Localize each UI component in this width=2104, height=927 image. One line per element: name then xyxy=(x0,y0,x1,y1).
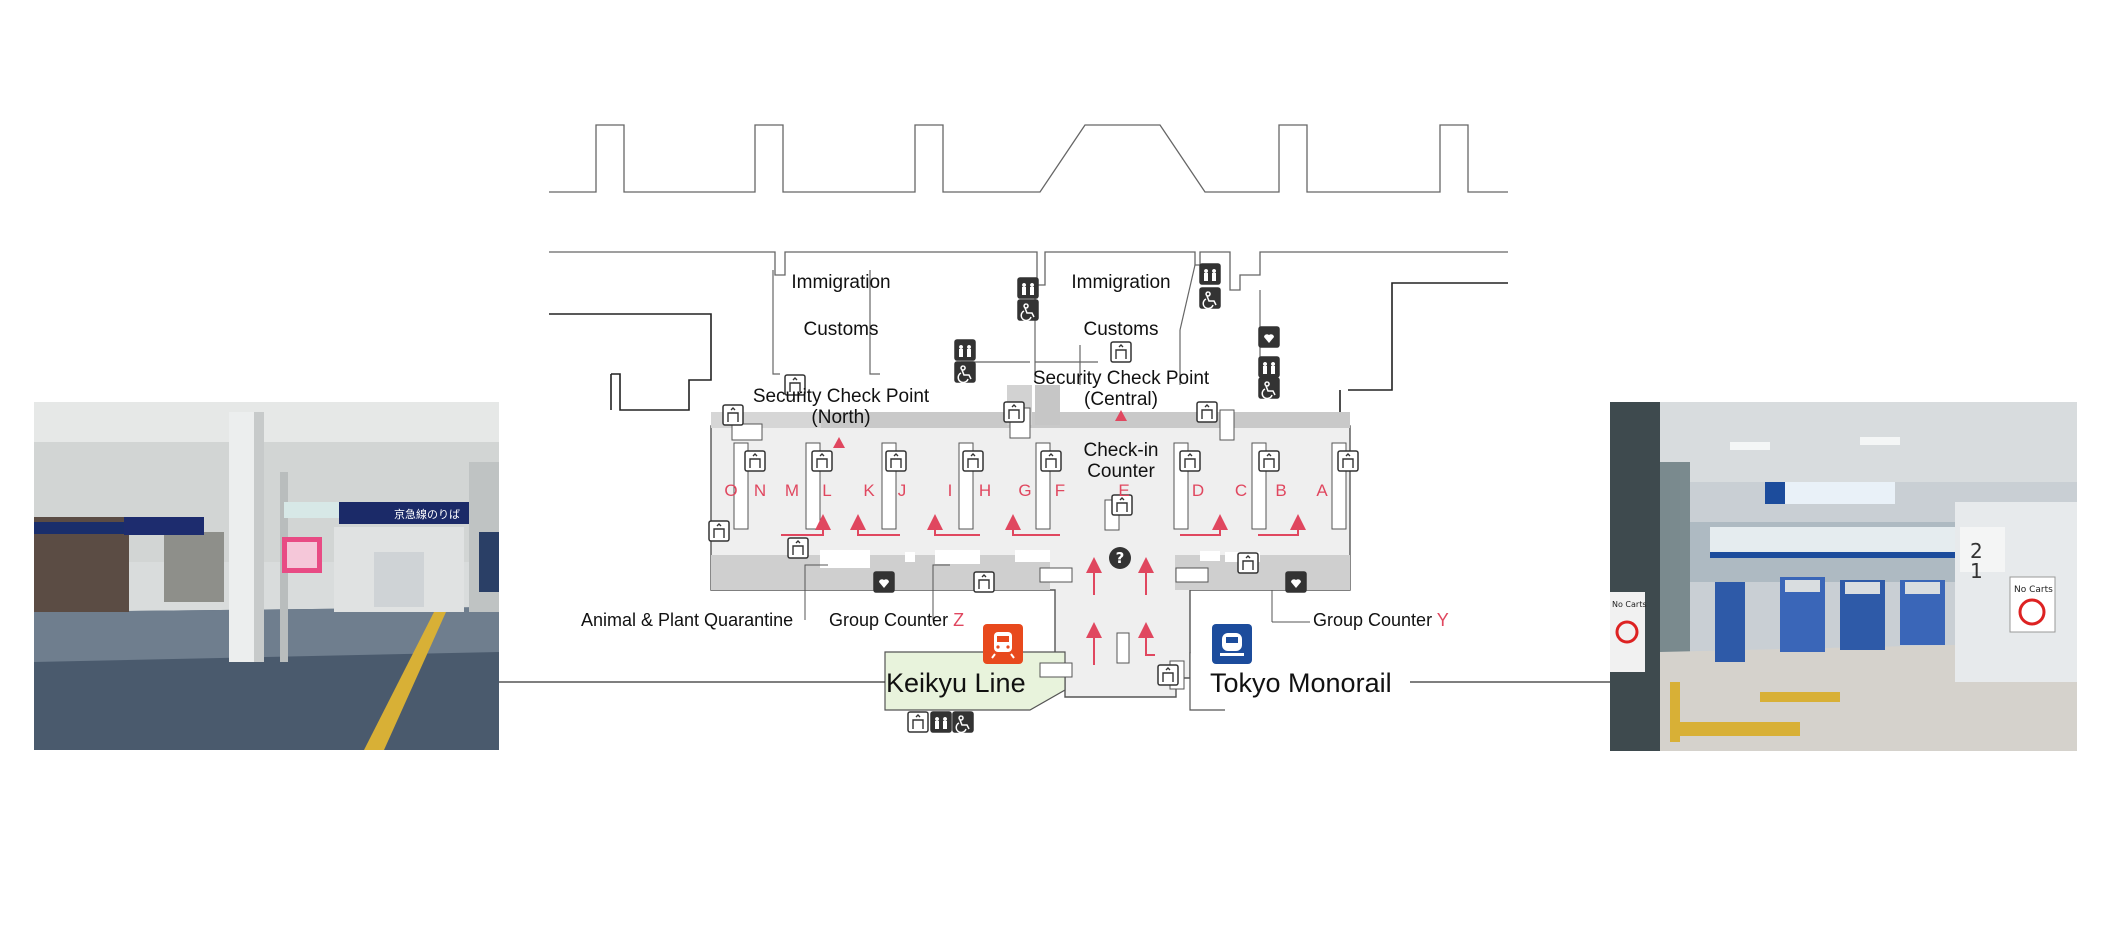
restroom-icon xyxy=(1017,277,1039,299)
counter-letter-f: F xyxy=(1054,481,1066,500)
elevator-icon xyxy=(784,374,806,396)
security-checkpoint-north: Security Check Point (North) xyxy=(752,386,930,428)
restroom-icon xyxy=(1199,263,1221,285)
svg-text:?: ? xyxy=(1116,549,1125,567)
aed-icon xyxy=(1258,326,1280,348)
elevator-icon xyxy=(722,404,744,426)
route-arrows xyxy=(781,514,1306,665)
gate-outline xyxy=(549,124,1508,193)
counter-letter-i: I xyxy=(947,481,953,500)
elevator-icon xyxy=(962,450,984,472)
counter-letter-n: N xyxy=(753,481,767,500)
monorail-number-1: 1 xyxy=(1970,559,1983,583)
pointer-lines xyxy=(804,564,1310,623)
group-counter-z-label: Group Counter Z xyxy=(829,610,964,631)
accessible-restroom-icon xyxy=(1258,377,1280,400)
elevator-icon xyxy=(1003,401,1025,423)
elevator-icon xyxy=(811,450,833,472)
restroom-icon xyxy=(954,339,976,361)
restroom-icon xyxy=(1258,356,1280,378)
information-icon: ? xyxy=(1109,547,1131,569)
no-carts-sign-right: No Carts xyxy=(2014,585,2053,595)
accessible-restroom-icon xyxy=(952,711,974,734)
elevator-icon xyxy=(1337,450,1359,472)
elevator-icon xyxy=(744,450,766,472)
counter-letter-m: M xyxy=(784,481,800,500)
counter-letter-a: A xyxy=(1316,481,1328,500)
elevator-icon xyxy=(973,571,995,593)
security-north-marker xyxy=(833,437,845,448)
accessible-restroom-icon xyxy=(954,361,976,384)
tokyo-monorail-label: Tokyo Monorail xyxy=(1210,668,1392,698)
security-central-marker xyxy=(1115,410,1127,421)
counter-letter-g: G xyxy=(1018,481,1032,500)
elevator-icon xyxy=(1179,450,1201,472)
elevator-icon xyxy=(1258,450,1280,472)
keikyu-train-icon xyxy=(983,624,1023,664)
customs-label-central: Customs xyxy=(1083,319,1159,340)
customs-label-north: Customs xyxy=(803,319,879,340)
tokyo-monorail-area xyxy=(1189,652,1225,711)
immigration-label-north: Immigration xyxy=(791,272,891,293)
group-counter-z-text: Group Counter xyxy=(829,610,949,630)
checkin-counter-label: Check-in Counter xyxy=(1083,440,1159,482)
group-counter-y-letter: Y xyxy=(1436,610,1449,630)
counter-letter-b: B xyxy=(1275,481,1287,500)
accessible-restroom-icon xyxy=(1017,299,1039,322)
kei-sign-text: 京急線のりば xyxy=(394,507,460,521)
counter-letter-k: K xyxy=(863,481,875,500)
keikyu-line-label: Keikyu Line xyxy=(886,668,1026,698)
aed-icon xyxy=(1285,571,1307,593)
counter-letter-j: J xyxy=(897,481,907,500)
immigration-label-central: Immigration xyxy=(1071,272,1171,293)
elevator-icon xyxy=(1237,552,1259,574)
aed-icon xyxy=(873,571,895,593)
no-carts-sign-left: No Carts xyxy=(1612,600,1647,609)
security-checkpoint-central: Security Check Point (Central) xyxy=(1032,368,1210,410)
keikyu-line-area xyxy=(884,651,1066,711)
accessible-restroom-icon xyxy=(1199,287,1221,310)
counter-letter-o: O xyxy=(724,481,738,500)
elevator-icon xyxy=(1110,341,1132,363)
counter-letter-l: L xyxy=(822,481,832,500)
counter-letter-c: C xyxy=(1234,481,1248,500)
restroom-icon xyxy=(930,711,952,733)
elevator-icon xyxy=(907,711,929,733)
counter-letter-e: E xyxy=(1118,481,1130,500)
group-counter-y-label: Group Counter Y xyxy=(1313,610,1449,631)
elevator-icon xyxy=(1040,450,1062,472)
monorail-number-2: 2 xyxy=(1970,539,1983,563)
elevator-icon xyxy=(1111,494,1133,516)
monorail-icon xyxy=(1212,624,1252,664)
immigration-outline xyxy=(549,251,1508,291)
animal-plant-quarantine-label: Animal & Plant Quarantine xyxy=(581,610,794,630)
group-counter-z-letter: Z xyxy=(953,610,965,630)
counter-letter-h: H xyxy=(978,481,992,500)
elevator-icon xyxy=(1157,664,1179,686)
group-counter-y-text: Group Counter xyxy=(1313,610,1433,630)
elevator-icon xyxy=(1196,401,1218,423)
elevator-icon xyxy=(708,520,730,542)
keikyu-station-photo: 京急線のりば xyxy=(34,402,499,750)
counter-letter-d: D xyxy=(1191,481,1205,500)
monorail-station-photo: 2 1 No Carts No Carts xyxy=(1610,402,2077,751)
elevator-icon xyxy=(787,537,809,559)
elevator-icon xyxy=(885,450,907,472)
